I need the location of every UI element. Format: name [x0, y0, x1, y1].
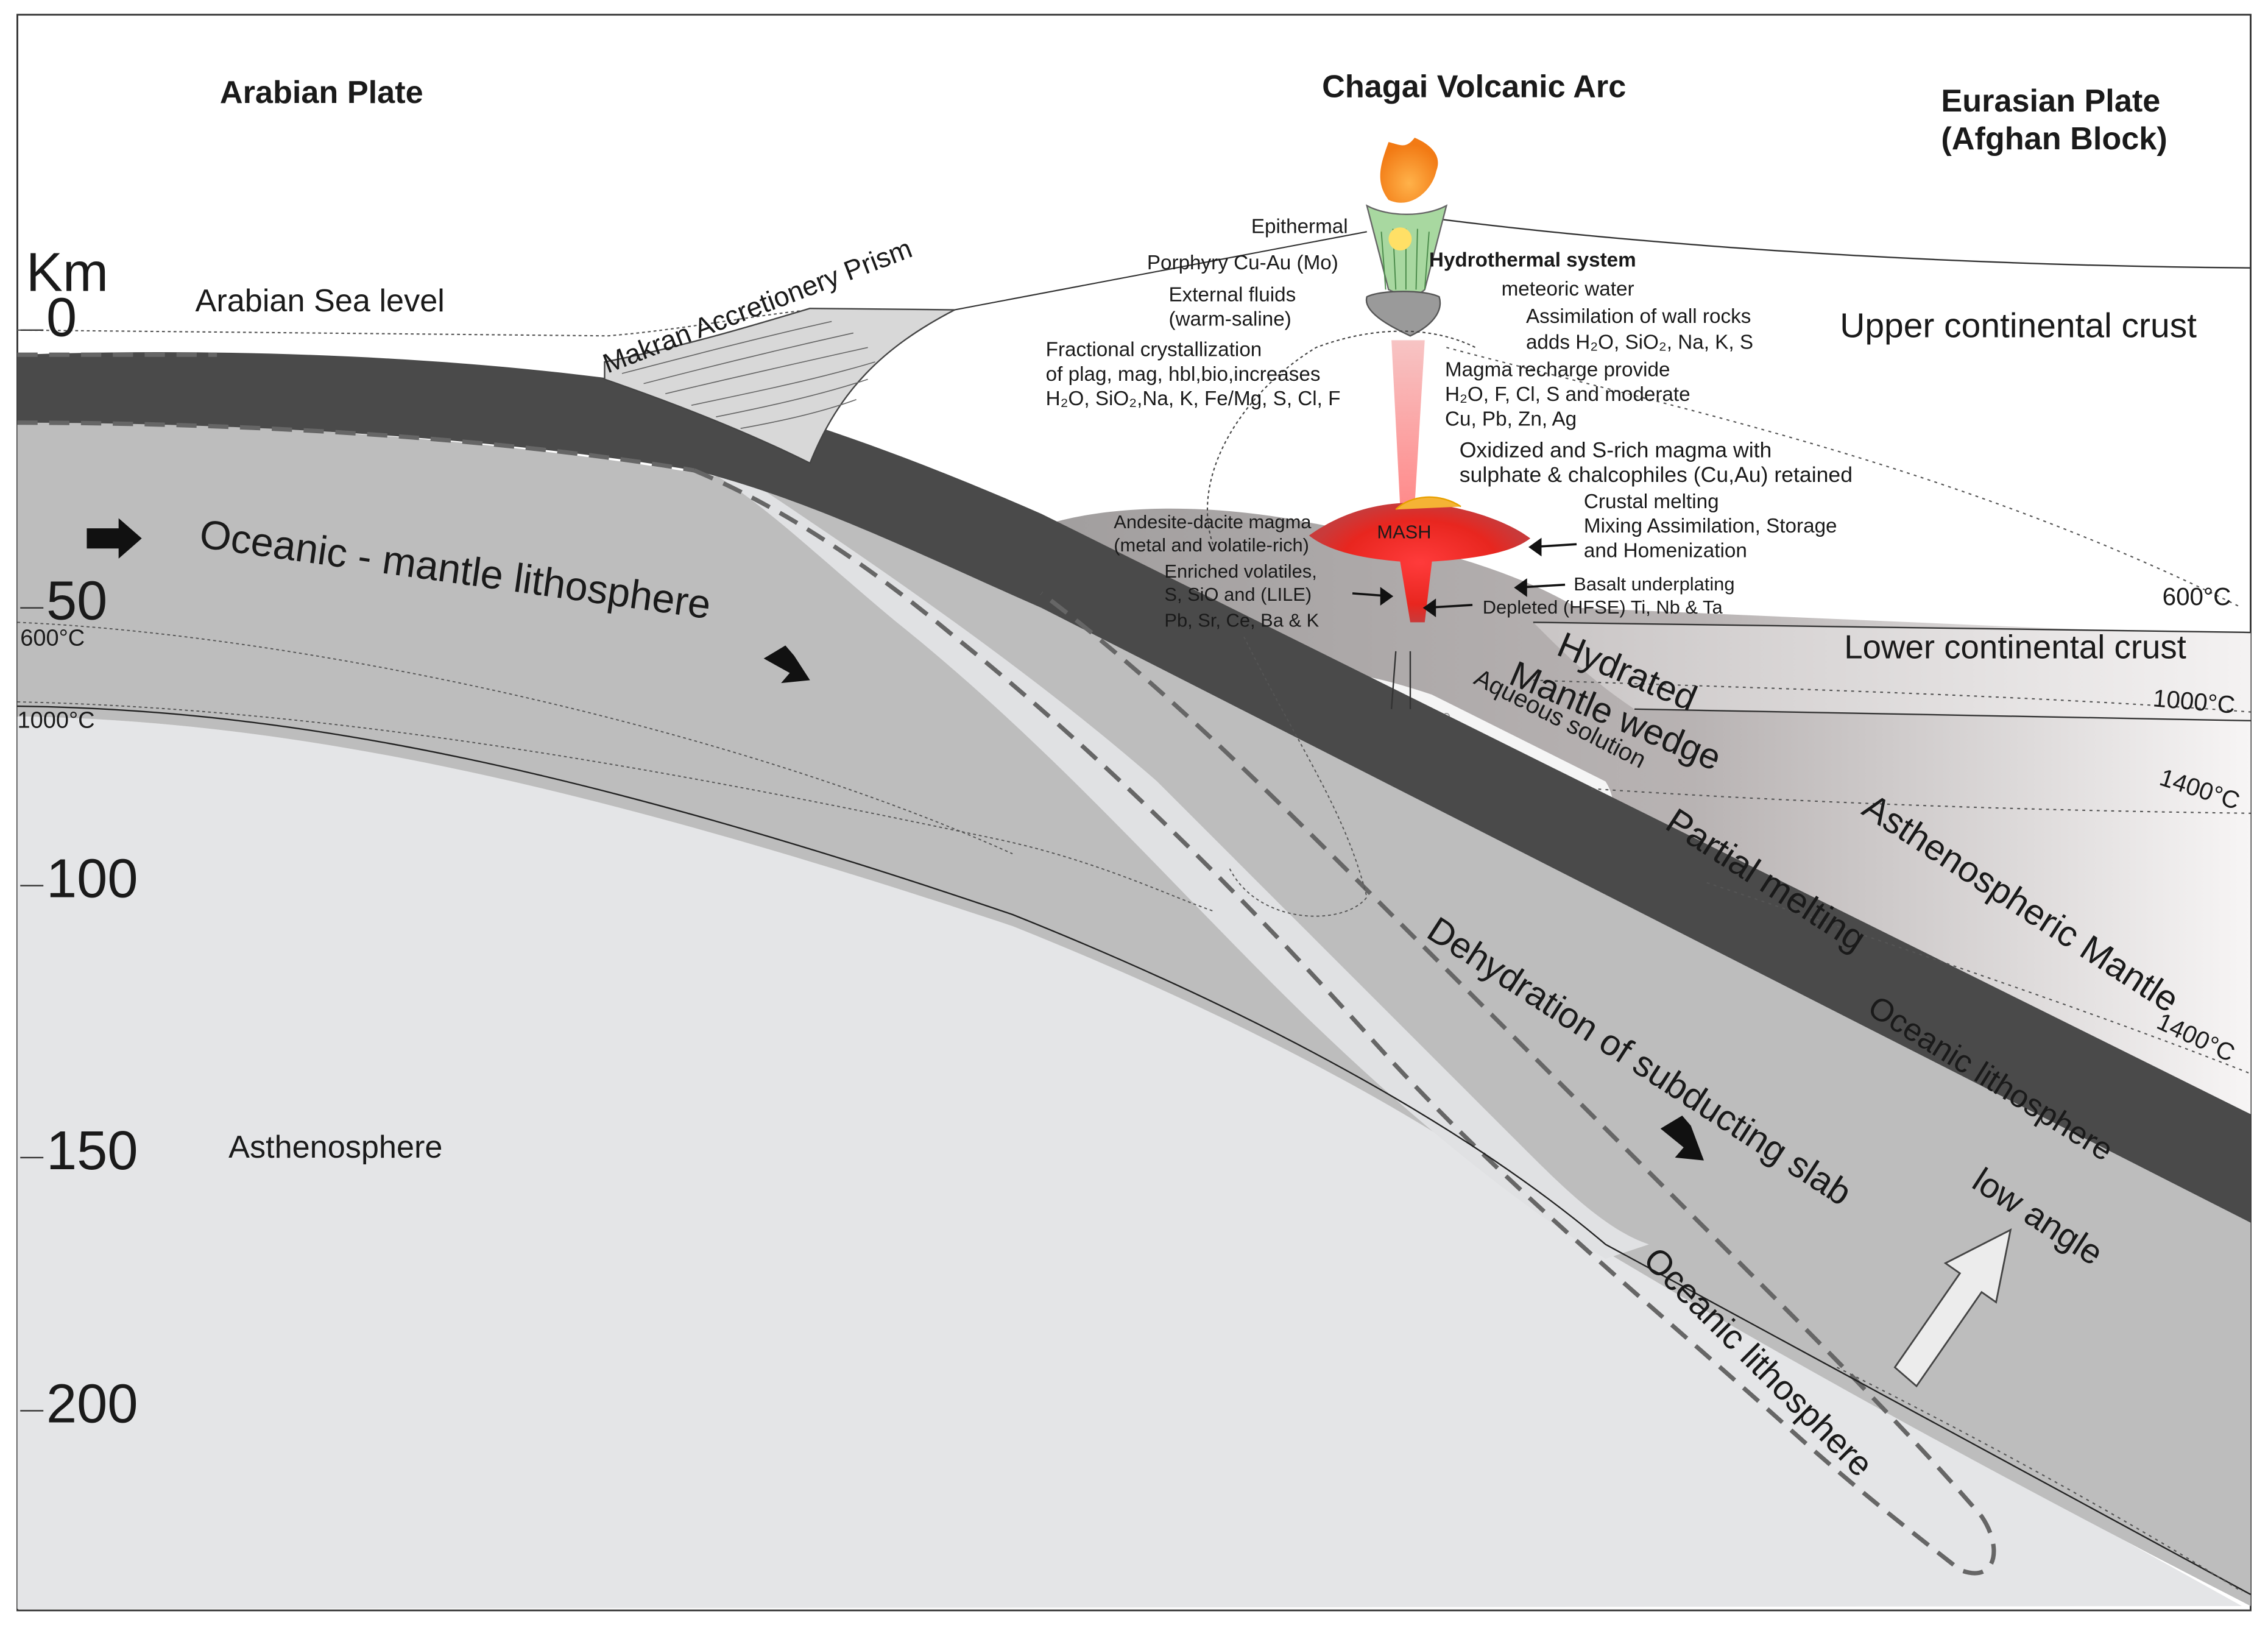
- label-asthenosphere: Asthenosphere: [228, 1130, 442, 1165]
- note-depleted: Depleted (HFSE) Ti, Nb & Ta: [1483, 596, 1723, 618]
- fluid-circulation-curve: [1206, 330, 1476, 551]
- note-frac-1: Fractional crystallization: [1046, 339, 1262, 361]
- isotherm-1400a: [1591, 788, 2251, 814]
- note-ext-fluids-1: External fluids: [1168, 283, 1296, 306]
- title-afghan-block: (Afghan Block): [1941, 121, 2167, 157]
- intrusion-stock: [1365, 291, 1441, 337]
- porphyry-core: [1388, 227, 1412, 251]
- label-upper-crust: Upper continental crust: [1840, 306, 2197, 345]
- note-enriched-1: Enriched volatiles,: [1164, 561, 1316, 582]
- isotherm-1000-left: [17, 701, 1215, 913]
- note-enriched-2: S, SiO and (LILE): [1164, 584, 1312, 605]
- tick-150: 150: [46, 1120, 138, 1181]
- tick-200: 200: [46, 1373, 138, 1434]
- mash-chamber: [1309, 503, 1531, 623]
- temp-right-600: 600°C: [2163, 582, 2231, 610]
- note-andesite-1: Andesite-dacite magma: [1114, 511, 1312, 533]
- tick-0: 0: [46, 286, 77, 348]
- label-sea-level: Arabian Sea level: [196, 283, 445, 319]
- note-assim-1: Assimilation of wall rocks: [1526, 305, 1751, 328]
- accretionary-prism: [604, 307, 955, 464]
- lower-crust-region: [1533, 622, 2251, 721]
- magma-conduit: [1391, 340, 1425, 507]
- forearc-surface: [954, 231, 1367, 311]
- crust-top-line: [1424, 216, 2251, 269]
- note-frac-3: H₂O, SiO₂,Na, K, Fe/Mg, S, Cl, F: [1046, 388, 1341, 410]
- axis-unit: Km: [26, 242, 108, 303]
- note-basalt: Basalt underplating: [1574, 573, 1734, 595]
- note-enriched-3: Pb, Sr, Ce, Ba & K: [1164, 610, 1319, 631]
- isotherm-600-right: [1446, 347, 2242, 609]
- isotherm-1000-right: [1533, 679, 2251, 713]
- note-ext-fluids-2: (warm-saline): [1168, 308, 1291, 331]
- isotherm-1400b: [1706, 882, 2251, 1075]
- tick-100: 100: [46, 848, 138, 910]
- melt-lines: [1390, 651, 1411, 709]
- process-annotations: Epithermal Porphyry Cu-Au (Mo) Hydrother…: [1046, 216, 1853, 631]
- upper-lower-crust-boundary: [1533, 621, 2251, 634]
- label-lower-crust: Lower continental crust: [1844, 629, 2186, 666]
- isotherm-deep: [1836, 1367, 2242, 1593]
- temp-left-1000: 1000°C: [17, 708, 94, 734]
- annotation-arrows: [1352, 537, 1577, 617]
- note-epithermal: Epithermal: [1251, 216, 1348, 238]
- temp-left-600: 600°C: [20, 625, 85, 651]
- magma-top-cap: [1395, 496, 1461, 511]
- slab-motion-arrow-1: [763, 645, 810, 684]
- tick-50: 50: [46, 570, 107, 632]
- title-eurasian-plate: Eurasian Plate: [1941, 83, 2160, 119]
- moho-line: [1634, 708, 2251, 722]
- slab-dashed-outline: [17, 352, 1996, 1576]
- label-mash: MASH: [1377, 522, 1431, 543]
- note-assim-2: adds H₂O, SiO₂, Na, K, S: [1526, 331, 1753, 354]
- plate-motion-arrow: [87, 518, 142, 559]
- asthenosphere-region: [17, 716, 2242, 1609]
- note-recharge-3: Cu, Pb, Zn, Ag: [1445, 408, 1577, 430]
- note-porphyry: Porphyry Cu-Au (Mo): [1147, 252, 1338, 274]
- title-chagai-arc: Chagai Volcanic Arc: [1322, 69, 1626, 105]
- subducted-slab-region: [694, 463, 1649, 1259]
- note-crustal-3: and Homenization: [1584, 540, 1747, 562]
- low-angle-arrow: [1893, 1228, 2012, 1388]
- note-andesite-2: (metal and volatile-rich): [1114, 534, 1309, 556]
- prism-layers: [621, 320, 875, 430]
- slab-motion-arrow-2: [1660, 1116, 1704, 1161]
- note-crustal-2: Mixing Assimilation, Storage: [1584, 515, 1837, 537]
- note-oxidized-2: sulphate & chalcophiles (Cu,Au) retained: [1460, 462, 1853, 487]
- depth-axis: Km 0 50 100 150 200: [20, 242, 138, 1434]
- note-recharge-1: Magma recharge provide: [1445, 359, 1670, 381]
- isotherm-600-left: [17, 621, 1013, 855]
- note-hydrothermal: Hydrothermal system: [1429, 249, 1636, 271]
- note-oxidized-1: Oxidized and S-rich magma with: [1460, 438, 1772, 462]
- title-arabian-plate: Arabian Plate: [220, 75, 423, 110]
- eruption-plume: [1380, 137, 1438, 203]
- note-frac-2: of plag, mag, hbl,bio,increases: [1046, 363, 1321, 386]
- isotherm-loop: [1229, 636, 1368, 917]
- note-crustal-1: Crustal melting: [1584, 490, 1719, 513]
- sea-level-line: [17, 309, 955, 337]
- oceanic-mantle-lithosphere-region: [17, 419, 2251, 1606]
- note-meteoric: meteoric water: [1502, 278, 1634, 300]
- lab-line: [17, 705, 2252, 1596]
- note-recharge-2: H₂O, F, Cl, S and moderate: [1445, 383, 1690, 406]
